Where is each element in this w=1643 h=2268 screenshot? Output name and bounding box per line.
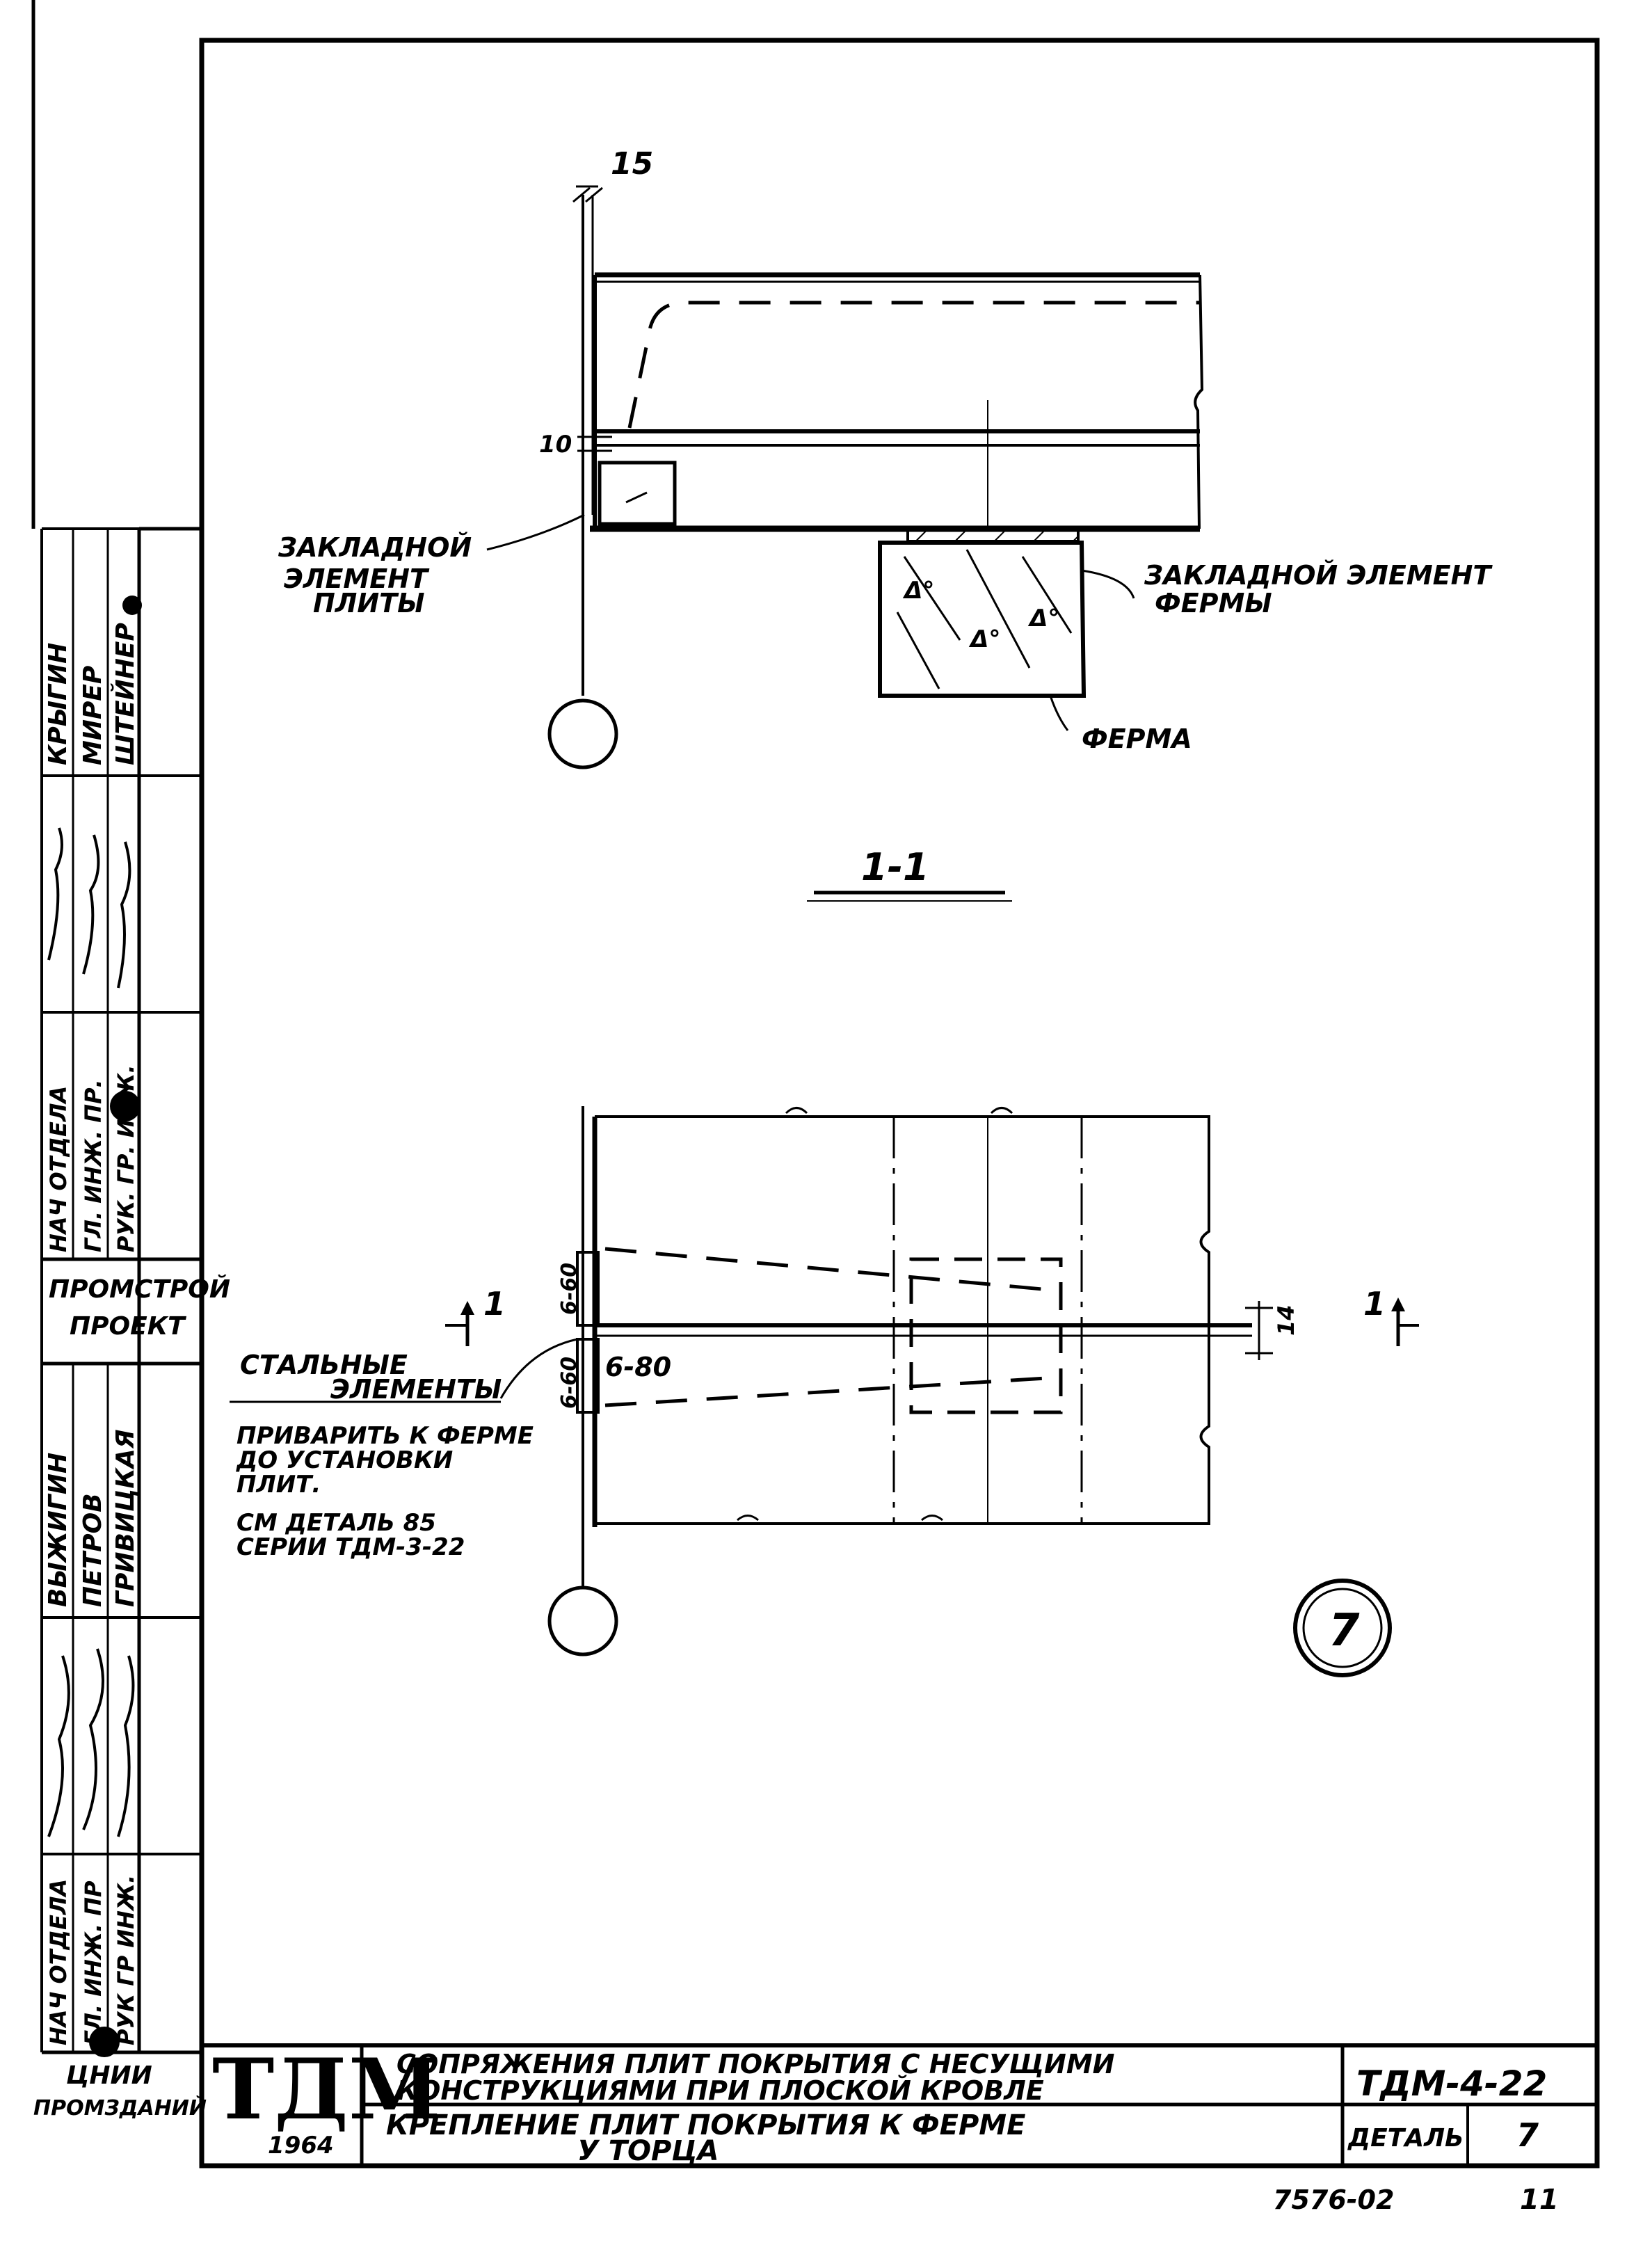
truss-embed <box>906 529 1080 543</box>
stamp-low-2: ПЕТРОВ <box>79 1493 107 1607</box>
page-number: 11 <box>1520 2184 1559 2216</box>
label-plate-embed: ЗАКЛАДНОЙ ЭЛЕМЕНТ ПЛИТЫ <box>278 532 481 618</box>
cut-mark-left: 1 <box>483 1285 506 1323</box>
detail-number: 7 <box>1329 1605 1360 1656</box>
tdm-logo: ТДМ <box>212 2041 441 2139</box>
label-truss: ФЕРМА <box>1082 724 1192 754</box>
dim-14: 14 <box>1273 1304 1299 1336</box>
stamp-name-2: МИРЕР <box>79 666 107 765</box>
weld-mid: 6-80 <box>605 1352 671 1382</box>
section-view: 15 10 Δ° Δ° Δ° <box>278 146 1500 902</box>
stamp-bottom-1: НАЧ ОТДЕЛА <box>45 1879 72 2045</box>
truss-block <box>878 541 1087 698</box>
title-sub: КРЕПЛЕНИЕ ПЛИТ ПОКРЫТИЯ К ФЕРМЕ У ТОРЦА <box>386 2109 1035 2167</box>
section-title: 1-1 <box>861 845 929 889</box>
dim-10: 10 <box>539 431 572 458</box>
stamp-name-1: КРЫГИН <box>44 643 72 765</box>
axis-marker-bottom <box>547 1586 618 1656</box>
weld-top: 6-60 <box>557 1263 582 1315</box>
signature-block-2 <box>47 1648 135 1837</box>
detail-circle <box>1293 1579 1392 1677</box>
weld-bottom: 6-60 <box>557 1357 582 1409</box>
plate-embed <box>598 461 677 526</box>
sheet-code: 7576-02 <box>1273 2185 1394 2215</box>
signature-block <box>47 827 131 989</box>
cut-mark-right: 1 <box>1363 1285 1386 1323</box>
note-weld: ПРИВАРИТЬ К ФЕРМЕ ДО УСТАНОВКИ ПЛИТ. СМ … <box>236 1422 542 1561</box>
detail-value: 7 <box>1516 2116 1539 2154</box>
axis-marker-top <box>547 698 618 769</box>
svg-text:Δ°: Δ° <box>902 577 934 605</box>
side-stamp: КРЫГИН МИРЕР ШТЕЙНЕР НАЧ ОТДЕЛА ГЛ. ИНЖ.… <box>33 527 239 2121</box>
stamp-role-2: ГЛ. ИНЖ. ПР. <box>80 1079 106 1252</box>
title-main: СОПРЯЖЕНИЯ ПЛИТ ПОКРЫТИЯ С НЕСУЩИМИ КОНС… <box>396 2049 1124 2106</box>
label-steel: СТАЛЬНЫЕ ЭЛЕМЕНТЫ <box>240 1350 502 1405</box>
plan-view: 6-60 6-60 6-80 1 1 14 СТАЛЬНЫЕ ЭЛЕМЕНТЫ … <box>230 1106 1419 1677</box>
title-block: ТДМ 1964 СОПРЯЖЕНИЯ ПЛИТ ПОКРЫТИЯ С НЕСУ… <box>202 2041 1597 2167</box>
stamp-name-3: ШТЕЙНЕР <box>111 623 140 765</box>
series-code: ТДМ-4-22 <box>1356 2063 1547 2104</box>
svg-text:Δ°: Δ° <box>1027 605 1059 632</box>
stamp-bottom-3: РУК ГР ИНЖ. <box>113 1875 139 2045</box>
institute: ЦНИИ ПРОМЗДАНИЙ <box>33 2061 207 2121</box>
detail-label: ДЕТАЛЬ <box>1347 2124 1464 2153</box>
stamp-role-1: НАЧ ОТДЕЛА <box>45 1086 72 1252</box>
svg-text:Δ°: Δ° <box>968 625 1000 653</box>
org-name: ПРОМСТРОЙ ПРОЕКТ <box>49 1275 239 1341</box>
stamp-low-3: ГРИВИЦКАЯ <box>111 1430 140 1607</box>
year: 1964 <box>268 2132 334 2159</box>
dim-15: 15 <box>611 146 653 182</box>
stamp-bottom-2: ГЛ. ИНЖ. ПР <box>80 1880 106 2045</box>
label-truss-embed: ЗАКЛАДНОЙ ЭЛЕМЕНТ ФЕРМЫ <box>1144 560 1500 618</box>
main-frame <box>199 38 1600 2169</box>
stamp-low-1: ВЫЖИГИН <box>44 1453 72 1607</box>
